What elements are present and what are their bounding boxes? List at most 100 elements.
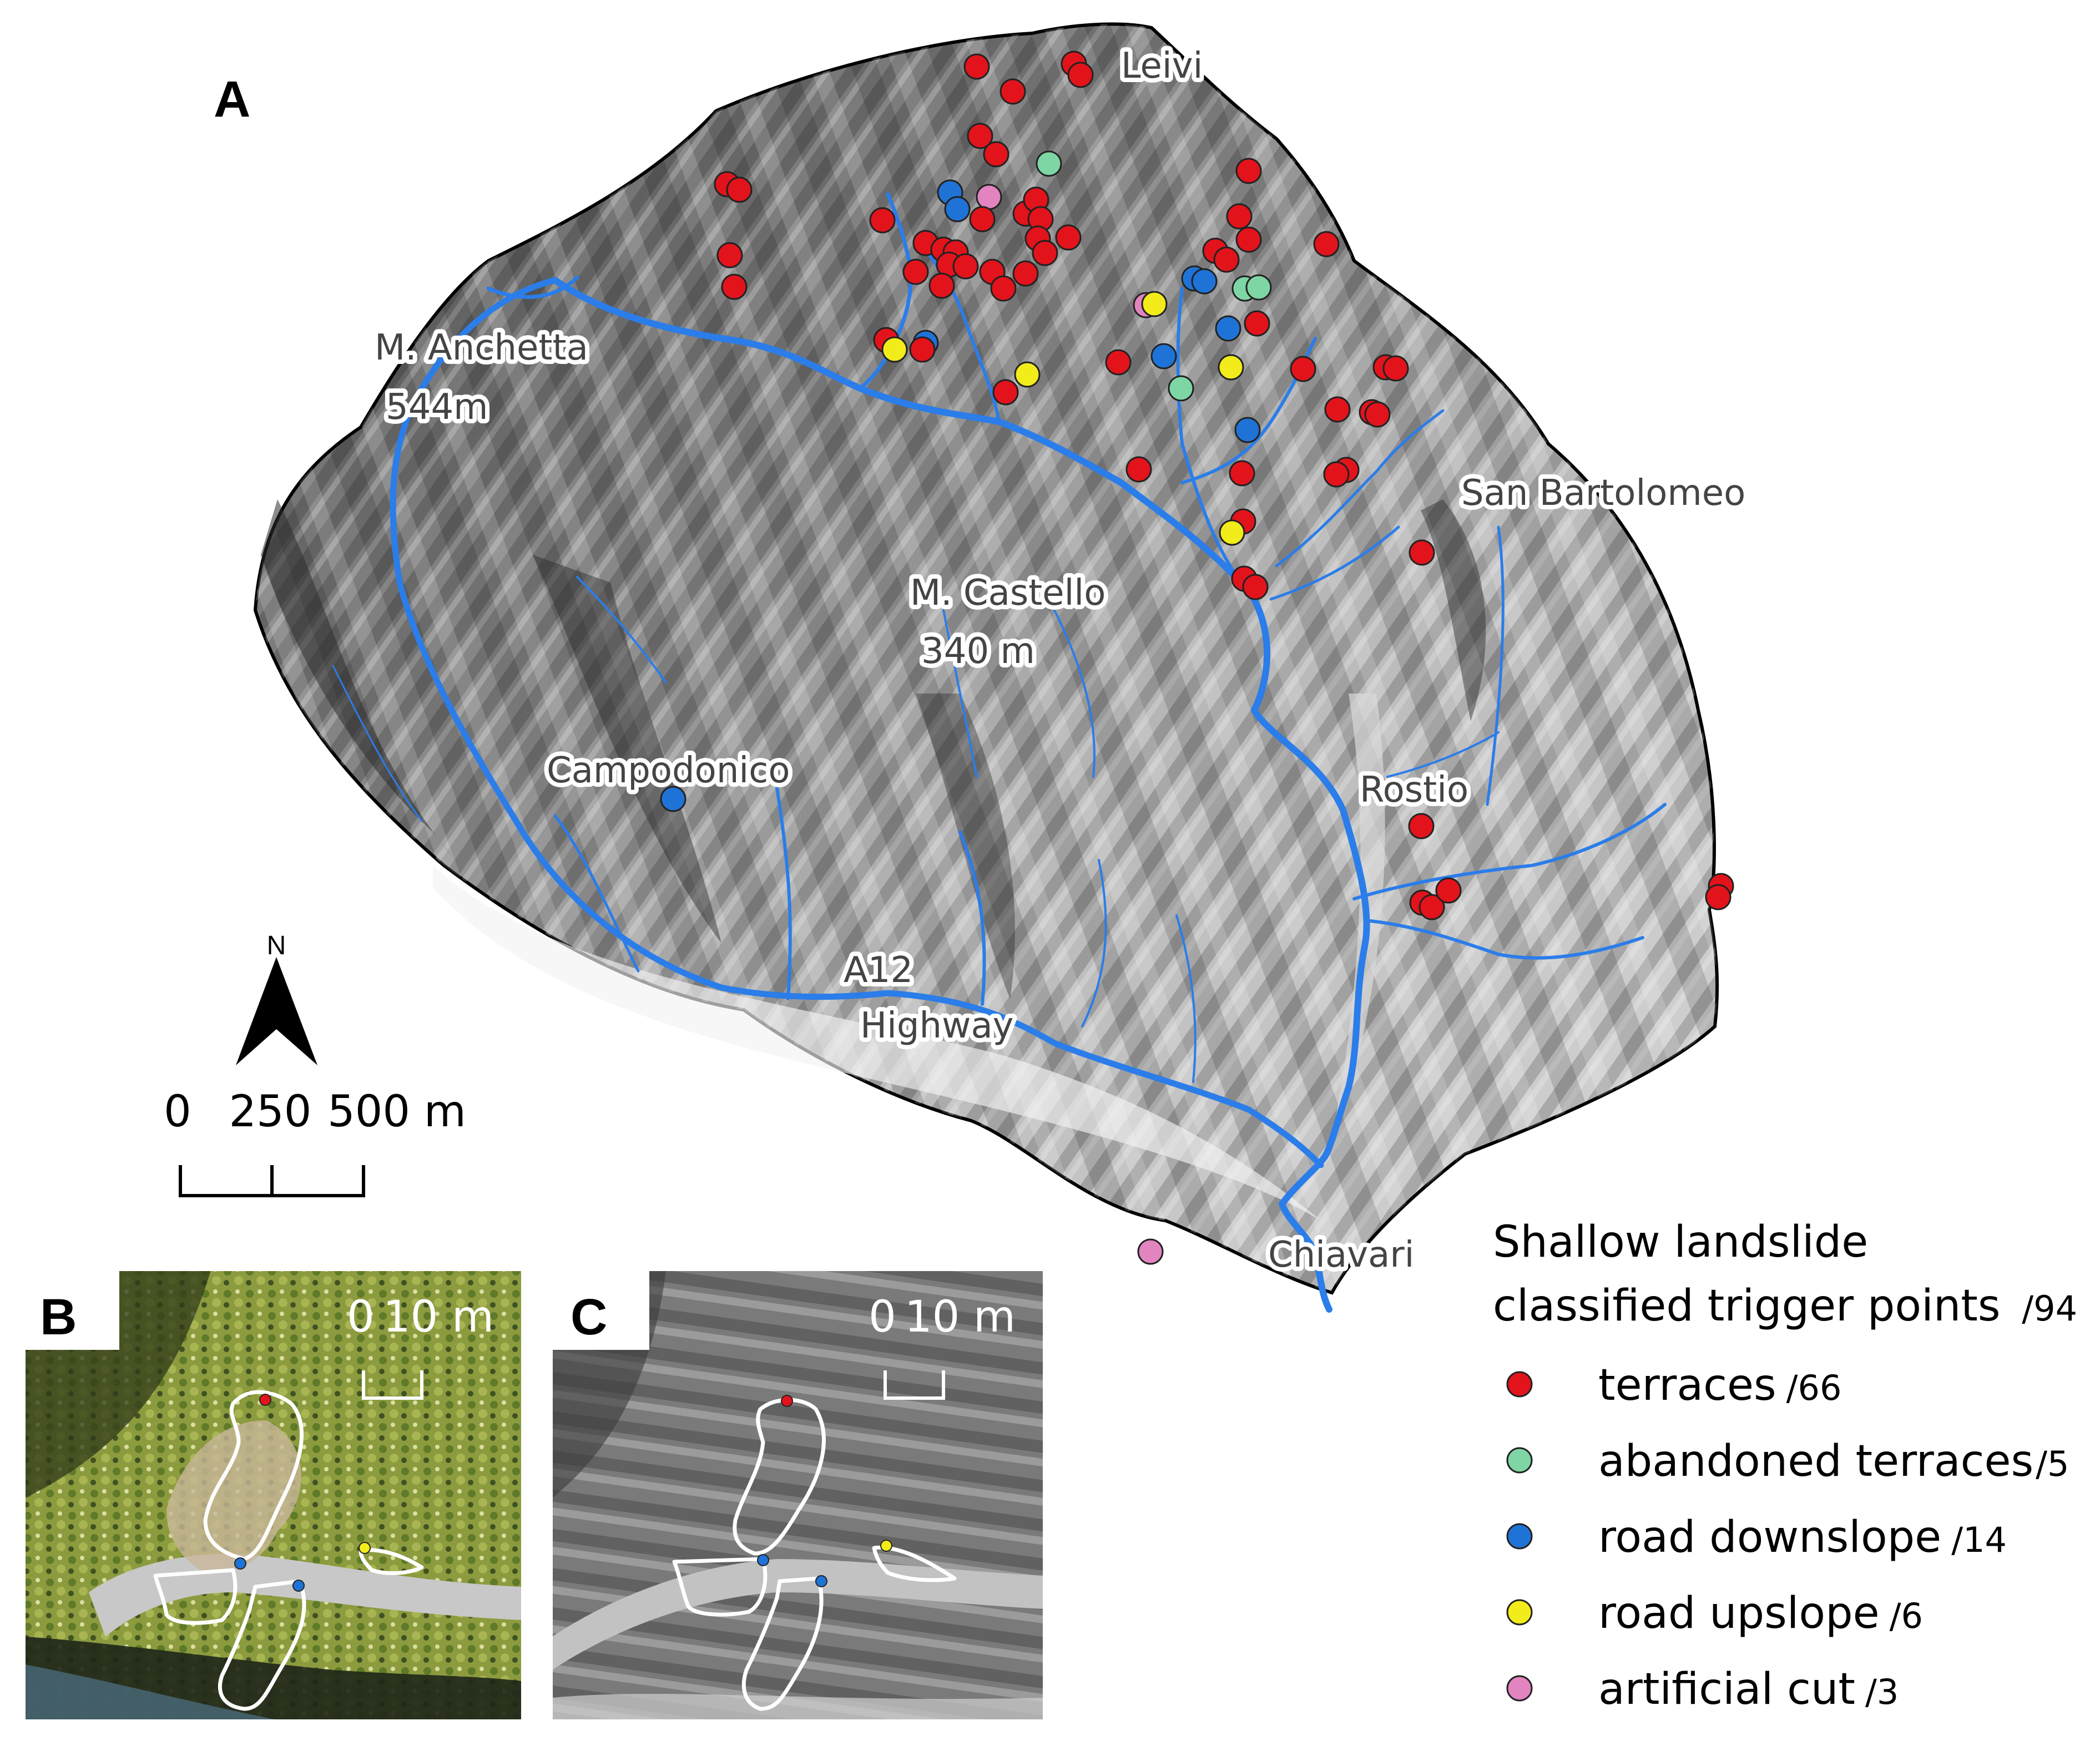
trigger-point <box>1324 396 1351 423</box>
scale-bar-line <box>179 1165 365 1197</box>
label-castello-elevation: 340 m <box>921 631 1035 672</box>
legend-items: terraces/66 abandoned terraces/5 road down… <box>1506 1360 2069 1714</box>
label-campodonico: Campodonico <box>547 750 790 791</box>
trigger-point <box>1418 894 1445 920</box>
trigger-point <box>1219 519 1245 546</box>
trigger-point <box>952 253 979 280</box>
trigger-point <box>726 176 753 203</box>
label-castello-name: M. Castello <box>910 573 1105 614</box>
trigger-point <box>359 1542 371 1554</box>
label-a12: A12 <box>844 950 913 991</box>
trigger-point <box>1229 460 1255 487</box>
legend-item-count: /6 <box>1890 1596 1923 1636</box>
trigger-point <box>1125 456 1152 483</box>
scale-b-tick-label: 0 <box>347 1292 375 1342</box>
legend-marker-abandoned-terraces <box>1506 1447 1533 1474</box>
legend-marker-road-downslope <box>1506 1523 1533 1550</box>
trigger-point <box>1226 203 1253 230</box>
trigger-point <box>234 1557 246 1570</box>
legend-item-count: /66 <box>1786 1368 1842 1408</box>
legend-title-text: classified trigger points <box>1493 1281 2000 1331</box>
trigger-point <box>1409 539 1435 566</box>
panel-c-landslide-outlines <box>672 1398 957 1711</box>
legend-title-line2: classified trigger points /94 <box>1493 1281 2077 1331</box>
trigger-point <box>1141 291 1168 317</box>
trigger-point <box>259 1394 271 1406</box>
scale-b-line <box>362 1370 423 1400</box>
trigger-point <box>944 196 971 222</box>
scale-b-tick-label: 10 m <box>383 1292 494 1342</box>
trigger-point <box>815 1575 827 1587</box>
trigger-point <box>963 53 990 80</box>
legend-item: terraces/66 <box>1598 1360 1841 1410</box>
scale-bar-main: 0 250 500 m <box>164 1087 466 1197</box>
legend-item: abandoned terraces/5 <box>1598 1436 2069 1486</box>
scale-c-tick-label: 10 m <box>905 1292 1016 1342</box>
scale-c-tick-label: 0 <box>869 1292 896 1342</box>
legend-item: road upslope/6 <box>1598 1588 1923 1638</box>
trigger-point <box>1105 349 1132 376</box>
trigger-point <box>1382 355 1409 382</box>
trigger-point <box>1055 224 1082 251</box>
scale-c-line <box>884 1370 945 1400</box>
trigger-point <box>1313 231 1340 257</box>
trigger-point <box>969 206 996 232</box>
label-anchetta-elevation: 544m <box>386 387 488 428</box>
trigger-point <box>869 207 896 234</box>
trigger-point <box>1215 315 1241 342</box>
panel-b-letter: B <box>40 1289 77 1345</box>
river-network <box>332 192 1667 1313</box>
label-chiavari: Chiavari <box>1268 1234 1414 1276</box>
panel-b-letter-box <box>17 1267 119 1350</box>
trigger-point <box>716 242 743 269</box>
north-arrow-icon <box>236 957 317 1065</box>
label-leivi: Leivi <box>1121 45 1203 87</box>
trigger-point <box>990 275 1017 302</box>
trigger-point <box>983 141 1009 168</box>
trigger-point <box>1290 356 1316 382</box>
legend-item-label: terraces <box>1598 1360 1776 1410</box>
trigger-point <box>1014 361 1041 388</box>
legend-item-label: artificial cut <box>1598 1664 1855 1714</box>
legend-item-count: /5 <box>2036 1444 2069 1484</box>
trigger-point <box>881 336 908 363</box>
scale-bar-c: 0 10 m <box>869 1292 1016 1400</box>
trigger-point <box>1191 268 1218 295</box>
place-labels: Leivi M. Anchetta 544m San Bartolomeo M.… <box>370 41 1750 1280</box>
road <box>552 1559 1043 1670</box>
legend-marker-terraces <box>1506 1371 1533 1398</box>
trigger-point <box>1235 226 1262 253</box>
trigger-point <box>1323 461 1350 488</box>
scale-tick-label: 500 m <box>327 1087 466 1137</box>
trigger-point <box>1245 274 1272 301</box>
trigger-point <box>1012 260 1039 287</box>
panel-b-landslide-outlines <box>153 1390 424 1711</box>
legend-title-count: /94 <box>2022 1288 2077 1329</box>
panel-a-map <box>253 22 1734 1313</box>
trigger-point <box>909 336 936 363</box>
legend-item-label: road upslope <box>1598 1588 1880 1638</box>
panel-c-letter-box <box>547 1267 649 1350</box>
trigger-point <box>928 272 955 299</box>
scale-tick-label: 0 <box>164 1087 191 1137</box>
trigger-point <box>1244 310 1270 337</box>
legend-item: road downslope/14 <box>1598 1512 2007 1562</box>
panel-c-hillshade <box>552 1271 1043 1720</box>
trigger-point <box>757 1554 769 1566</box>
trigger-point <box>721 274 748 300</box>
panel-c-letter: C <box>571 1289 607 1345</box>
scale-tick-label: 250 <box>229 1087 312 1137</box>
trigger-point <box>292 1580 305 1592</box>
north-arrow: N <box>236 931 317 1065</box>
trigger-point <box>1032 240 1058 266</box>
trigger-point <box>1408 813 1435 839</box>
trigger-points-layer <box>660 50 1734 1265</box>
trigger-point <box>1435 877 1462 904</box>
trigger-point <box>1234 417 1261 443</box>
legend-marker-artificial-cut <box>1506 1675 1533 1702</box>
trigger-point <box>976 184 1002 210</box>
trigger-point <box>1213 246 1240 273</box>
north-label: N <box>267 931 286 960</box>
trigger-point <box>1137 1238 1164 1265</box>
legend-item-count: /14 <box>1951 1520 2007 1560</box>
